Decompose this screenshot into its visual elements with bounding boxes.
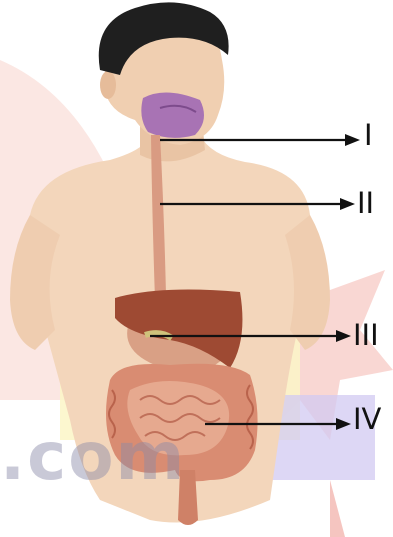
- label-ii: II: [357, 189, 374, 218]
- watermark-text: .com: [0, 418, 186, 495]
- mouth-cavity: [141, 92, 204, 137]
- label-i: I: [364, 121, 373, 150]
- ear: [100, 71, 116, 99]
- label-iv: IV: [353, 405, 381, 434]
- label-iii: III: [353, 321, 379, 350]
